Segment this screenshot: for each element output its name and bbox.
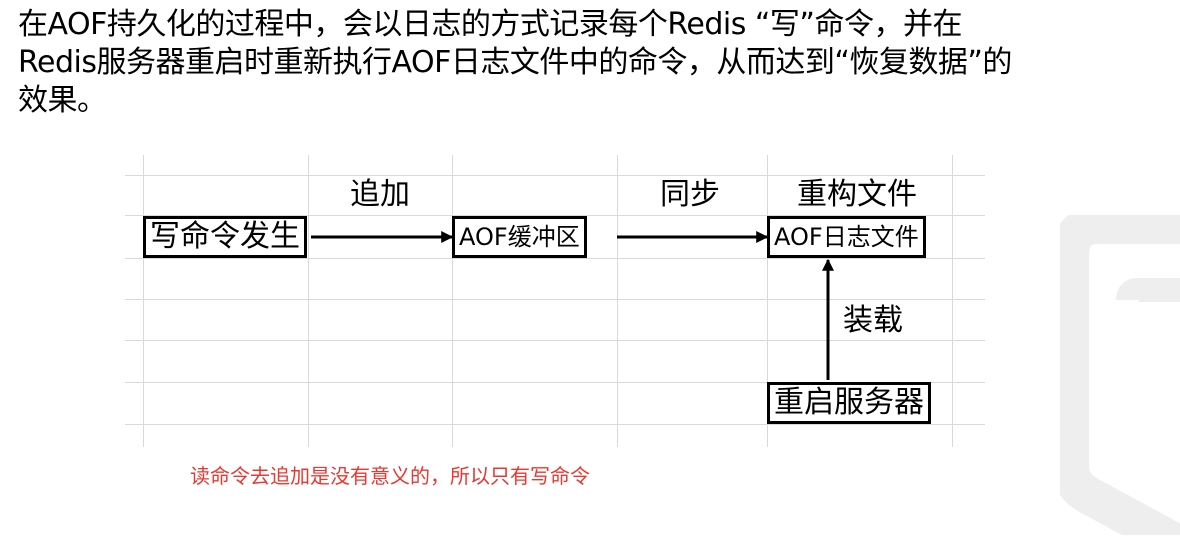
grid-line [125,175,985,176]
grid-line [125,299,985,300]
rebuild-label: 重构文件 [797,177,917,212]
write-command-box: 写命令发生 [143,216,307,258]
grid-line [125,340,985,341]
load-label: 装载 [843,303,903,338]
note-text: 读命令去追加是没有意义的，所以只有写命令 [190,464,590,488]
intro-paragraph: 在AOF持久化的过程中，会以日志的方式记录每个Redis “写”命令，并在 Re… [18,6,1138,120]
append-label: 追加 [350,177,410,212]
grid-line [125,258,985,259]
sync-label: 同步 [660,177,720,212]
intro-line-3: 效果。 [18,83,107,118]
grid-line [125,215,985,216]
grid-line [125,424,985,425]
grid-line [767,155,768,447]
grid-line [125,382,985,383]
grid-line [308,155,309,447]
restart-server-box: 重启服务器 [767,382,931,424]
aof-buffer-box: AOF缓冲区 [452,216,587,258]
grid-line [617,155,618,447]
intro-line-1: 在AOF持久化的过程中，会以日志的方式记录每个Redis “写”命令，并在 [18,7,962,42]
grid-line [952,155,953,447]
grid-line [143,155,144,447]
grid-line [452,155,453,447]
aof-log-file-box: AOF日志文件 [767,216,926,258]
watermark-logo [1060,215,1180,535]
intro-line-2: Redis服务器重启时重新执行AOF日志文件中的命令，从而达到“恢复数据”的 [18,45,1012,80]
